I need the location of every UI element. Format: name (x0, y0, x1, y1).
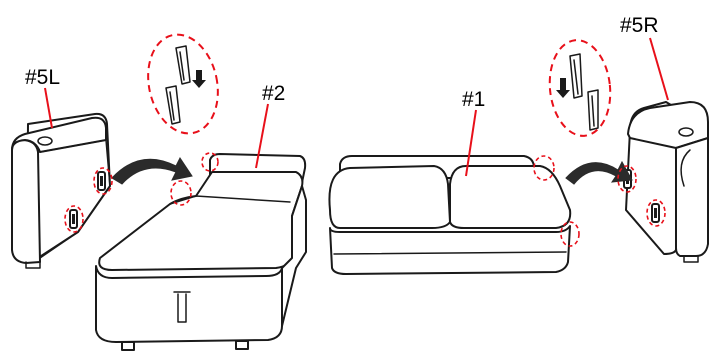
bracket-down-arrow-icon (192, 70, 206, 88)
connection-markers (64, 152, 666, 247)
bracket-down-arrow-icon (556, 78, 570, 98)
label-chaise: #2 (262, 82, 285, 105)
leader-1 (465, 109, 477, 177)
leader-5l (44, 87, 53, 129)
label-right-arm: #5R (620, 14, 659, 37)
right-arm-5r (623, 101, 709, 263)
curved-arrow-icon (565, 160, 633, 185)
leader-2 (255, 103, 269, 169)
left-arm-5l (11, 112, 111, 269)
bracket-detail-left (147, 33, 219, 135)
label-loveseat: #1 (462, 88, 485, 111)
curved-arrow-icon (111, 157, 193, 185)
leader-5r (649, 37, 669, 101)
loveseat-1 (328, 155, 572, 275)
label-left-arm: #5L (25, 66, 60, 89)
bracket-detail-right (548, 39, 612, 137)
chaise-2 (95, 153, 307, 351)
